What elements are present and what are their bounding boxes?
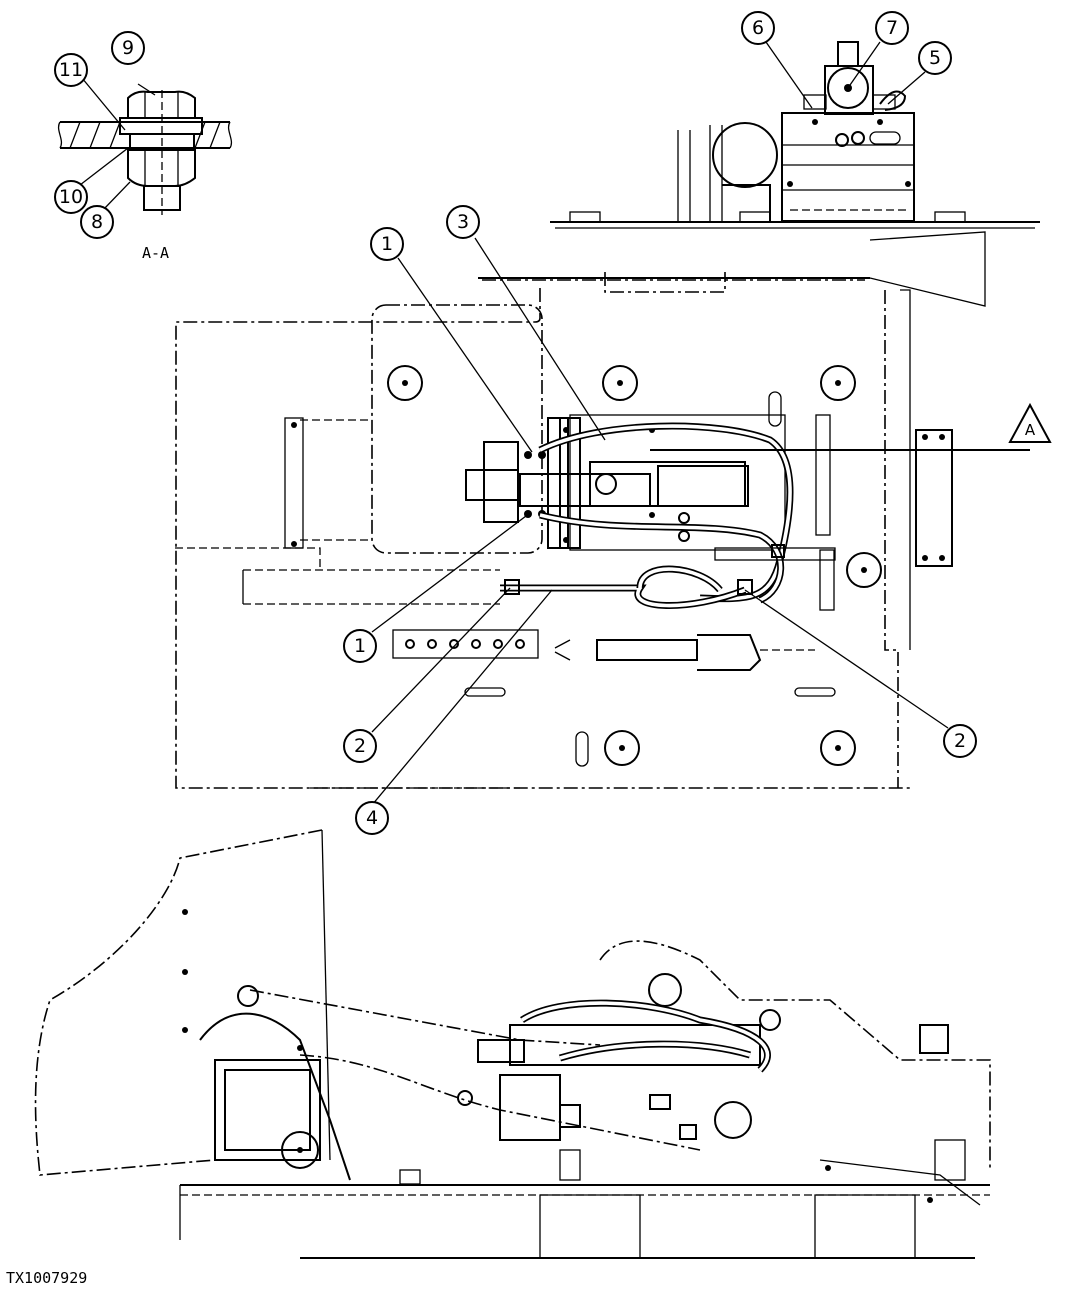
callout-11: 11 (54, 53, 88, 87)
svg-text:1: 1 (354, 635, 366, 657)
svg-text:10: 10 (59, 186, 83, 208)
callout-3: 3 (446, 205, 480, 239)
callout-1-bottom: 1 (343, 629, 377, 663)
callout-4: 4 (355, 801, 389, 835)
svg-text:7: 7 (886, 17, 898, 39)
callout-1-top: 1 (370, 227, 404, 261)
callout-10: 10 (54, 180, 88, 214)
callout-2-right: 2 (943, 724, 977, 758)
leader-lines (79, 41, 949, 806)
side-view (34, 829, 991, 1259)
svg-text:8: 8 (91, 211, 103, 233)
svg-text:3: 3 (457, 211, 469, 233)
section-label: A-A (142, 244, 169, 262)
svg-text:9: 9 (122, 37, 134, 59)
plan-view (175, 231, 1052, 789)
callout-8: 8 (80, 205, 114, 239)
callout-9: 9 (111, 31, 145, 65)
section-marker-label: A (1025, 421, 1036, 439)
svg-text:1: 1 (381, 233, 393, 255)
callout-5: 5 (918, 41, 952, 75)
section-a-a-detail (57, 90, 233, 215)
svg-text:11: 11 (59, 59, 83, 81)
svg-text:6: 6 (752, 17, 764, 39)
svg-text:5: 5 (929, 47, 941, 69)
figure-id: TX1007929 (6, 1269, 87, 1287)
svg-text:2: 2 (354, 735, 366, 757)
callout-7: 7 (875, 11, 909, 45)
svg-text:4: 4 (366, 807, 378, 829)
callout-6: 6 (741, 11, 775, 45)
svg-text:2: 2 (954, 730, 966, 752)
end-view-detail (550, 41, 1040, 229)
callout-2-left: 2 (343, 729, 377, 763)
